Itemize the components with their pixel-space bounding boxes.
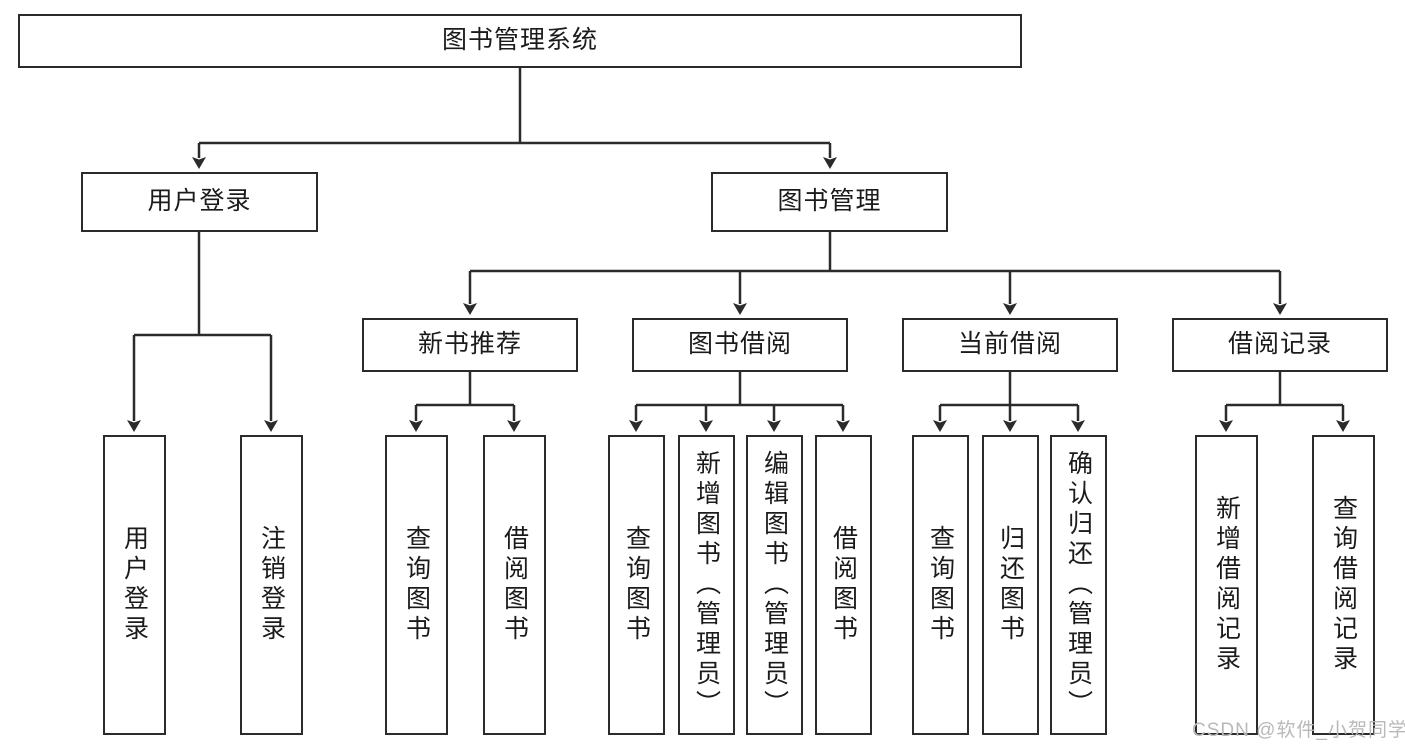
node-label: 编辑图书（管理员） bbox=[760, 450, 789, 720]
node-label: 查询图书 bbox=[622, 525, 651, 645]
leaf-return-book[interactable]: 归还图书 bbox=[982, 435, 1039, 735]
node-label: 查询图书 bbox=[926, 525, 955, 645]
leaf-logout[interactable]: 注销登录 bbox=[240, 435, 303, 735]
node-label: 借阅图书 bbox=[829, 525, 858, 645]
leaf-borrow-book-recommend[interactable]: 借阅图书 bbox=[483, 435, 546, 735]
node-borrow-record[interactable]: 借阅记录 bbox=[1172, 318, 1388, 372]
node-user-login[interactable]: 用户登录 bbox=[81, 172, 318, 232]
node-label: 图书管理系统 bbox=[441, 26, 598, 55]
leaf-query-book-borrow[interactable]: 查询图书 bbox=[608, 435, 665, 735]
node-label: 图书管理 bbox=[777, 187, 882, 216]
node-label: 查询借阅记录 bbox=[1329, 495, 1358, 675]
node-current-borrow[interactable]: 当前借阅 bbox=[902, 318, 1118, 372]
node-book-borrow[interactable]: 图书借阅 bbox=[632, 318, 848, 372]
node-root[interactable]: 图书管理系统 bbox=[18, 14, 1022, 68]
leaf-edit-book-admin[interactable]: 编辑图书（管理员） bbox=[746, 435, 803, 735]
leaf-query-book-recommend[interactable]: 查询图书 bbox=[385, 435, 448, 735]
node-label: 归还图书 bbox=[996, 525, 1025, 645]
node-label: 确认归还（管理员） bbox=[1064, 450, 1093, 720]
node-label: 新增图书（管理员） bbox=[692, 450, 721, 720]
leaf-add-book-admin[interactable]: 新增图书（管理员） bbox=[678, 435, 735, 735]
node-book-management[interactable]: 图书管理 bbox=[711, 172, 948, 232]
node-label: 借阅图书 bbox=[500, 525, 529, 645]
node-label: 当前借阅 bbox=[957, 330, 1062, 359]
csdn-watermark: CSDN @软件_小贺同学 bbox=[1192, 720, 1405, 741]
leaf-borrow-book[interactable]: 借阅图书 bbox=[815, 435, 872, 735]
node-label: 新书推荐 bbox=[417, 330, 522, 359]
leaf-query-book-current[interactable]: 查询图书 bbox=[912, 435, 969, 735]
node-label: 借阅记录 bbox=[1227, 330, 1332, 359]
leaf-user-login[interactable]: 用户登录 bbox=[103, 435, 166, 735]
leaf-confirm-return-admin[interactable]: 确认归还（管理员） bbox=[1050, 435, 1107, 735]
node-label: 查询图书 bbox=[402, 525, 431, 645]
node-new-book-recommend[interactable]: 新书推荐 bbox=[362, 318, 578, 372]
node-label: 用户登录 bbox=[120, 525, 149, 645]
node-label: 新增借阅记录 bbox=[1212, 495, 1241, 675]
node-label: 用户登录 bbox=[147, 187, 252, 216]
node-label: 注销登录 bbox=[257, 525, 286, 645]
leaf-query-borrow-record[interactable]: 查询借阅记录 bbox=[1312, 435, 1375, 735]
node-label: 图书借阅 bbox=[687, 330, 792, 359]
leaf-add-borrow-record[interactable]: 新增借阅记录 bbox=[1195, 435, 1258, 735]
